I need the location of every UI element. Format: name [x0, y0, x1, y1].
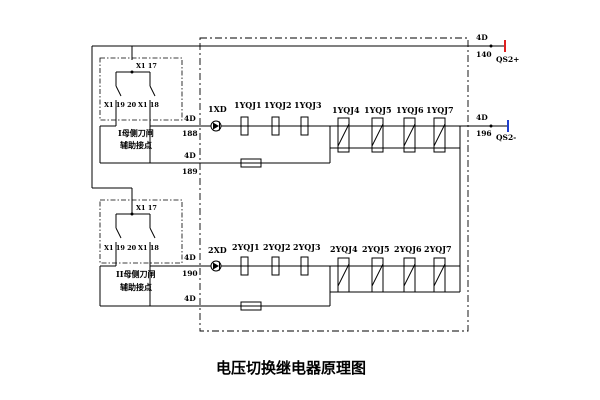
terminal-188: 188 — [182, 129, 198, 138]
group2-coil-2yqj4-label: 2YQJ4 — [330, 244, 358, 254]
group2-contact-right-label: X1 18 — [138, 244, 159, 252]
group1-terminal-4d-189-tag: 4D — [184, 151, 196, 160]
terminal-190: 190 — [182, 269, 198, 278]
terminal-4d-140-tag: 4D — [476, 33, 488, 42]
group2-contact-left-label: X1 19 20 — [104, 244, 137, 252]
group2-isolator-contact — [99, 199, 200, 307]
group1-coil-1yqj5-label: 1YQJ5 — [364, 105, 392, 115]
group1-contact-left-label: X1 19 20 — [104, 101, 137, 109]
group1-indicator-label: 1XD — [208, 104, 227, 114]
group1-latch-coils — [200, 117, 460, 168]
terminal-4d-196-tag: 4D — [476, 113, 488, 122]
diagram-title: 电压切换继电器原理图 — [216, 359, 366, 377]
group2-terminal-4d-bottom-tag: 4D — [184, 294, 196, 303]
group1-coil-1yqj1-label: 1YQJ1 — [234, 100, 262, 110]
group1-caption-line1: I母侧刀闸 — [118, 128, 154, 138]
qs2-negative-label: QS2- — [496, 133, 516, 142]
terminal-189: 189 — [182, 167, 198, 176]
group1-caption-line2: 辅助接点 — [120, 140, 152, 150]
relay-panel-boundary — [199, 37, 469, 332]
terminal-140: 140 — [476, 50, 492, 59]
group1-indicator-lamp — [210, 120, 222, 132]
group1-coil-1yqj4-label: 1YQJ4 — [332, 105, 360, 115]
group2-caption-line2: 辅助接点 — [120, 282, 152, 292]
group1-coil-1yqj2-label: 1YQJ2 — [264, 100, 292, 110]
group1-contact-top-label: X1 17 — [136, 62, 157, 70]
group1-coil-1yqj6-label: 1YQJ6 — [396, 105, 424, 115]
group1-coil-1yqj3-label: 1YQJ3 — [294, 100, 322, 110]
group2-coil-2yqj7-label: 2YQJ7 — [424, 244, 452, 254]
group1-contact-right-label: X1 18 — [138, 101, 159, 109]
positive-bus — [91, 40, 506, 203]
group2-coil-2yqj5-label: 2YQJ5 — [362, 244, 390, 254]
group1-terminal-4d-188-tag: 4D — [184, 114, 196, 123]
group1-coil-1yqj7-label: 1YQJ7 — [426, 105, 454, 115]
group2-contact-top-label: X1 17 — [136, 204, 157, 212]
group2-coil-2yqj6-label: 2YQJ6 — [394, 244, 422, 254]
group2-terminal-4d-190-tag: 4D — [184, 253, 196, 262]
group2-coil-2yqj1-label: 2YQJ1 — [232, 242, 260, 252]
group1-isolator-contact — [99, 57, 200, 164]
qs2-positive-label: QS2+ — [496, 55, 519, 64]
group2-coil-2yqj2-label: 2YQJ2 — [263, 242, 291, 252]
terminal-196: 196 — [476, 129, 492, 138]
group2-indicator-label: 2XD — [208, 245, 227, 255]
group2-coil-2yqj3-label: 2YQJ3 — [293, 242, 321, 252]
group2-caption-line1: II母侧刀闸 — [116, 269, 155, 279]
group2-indicator-lamp — [210, 260, 222, 272]
group2-latch-coils — [200, 257, 460, 311]
negative-bus — [459, 120, 509, 292]
